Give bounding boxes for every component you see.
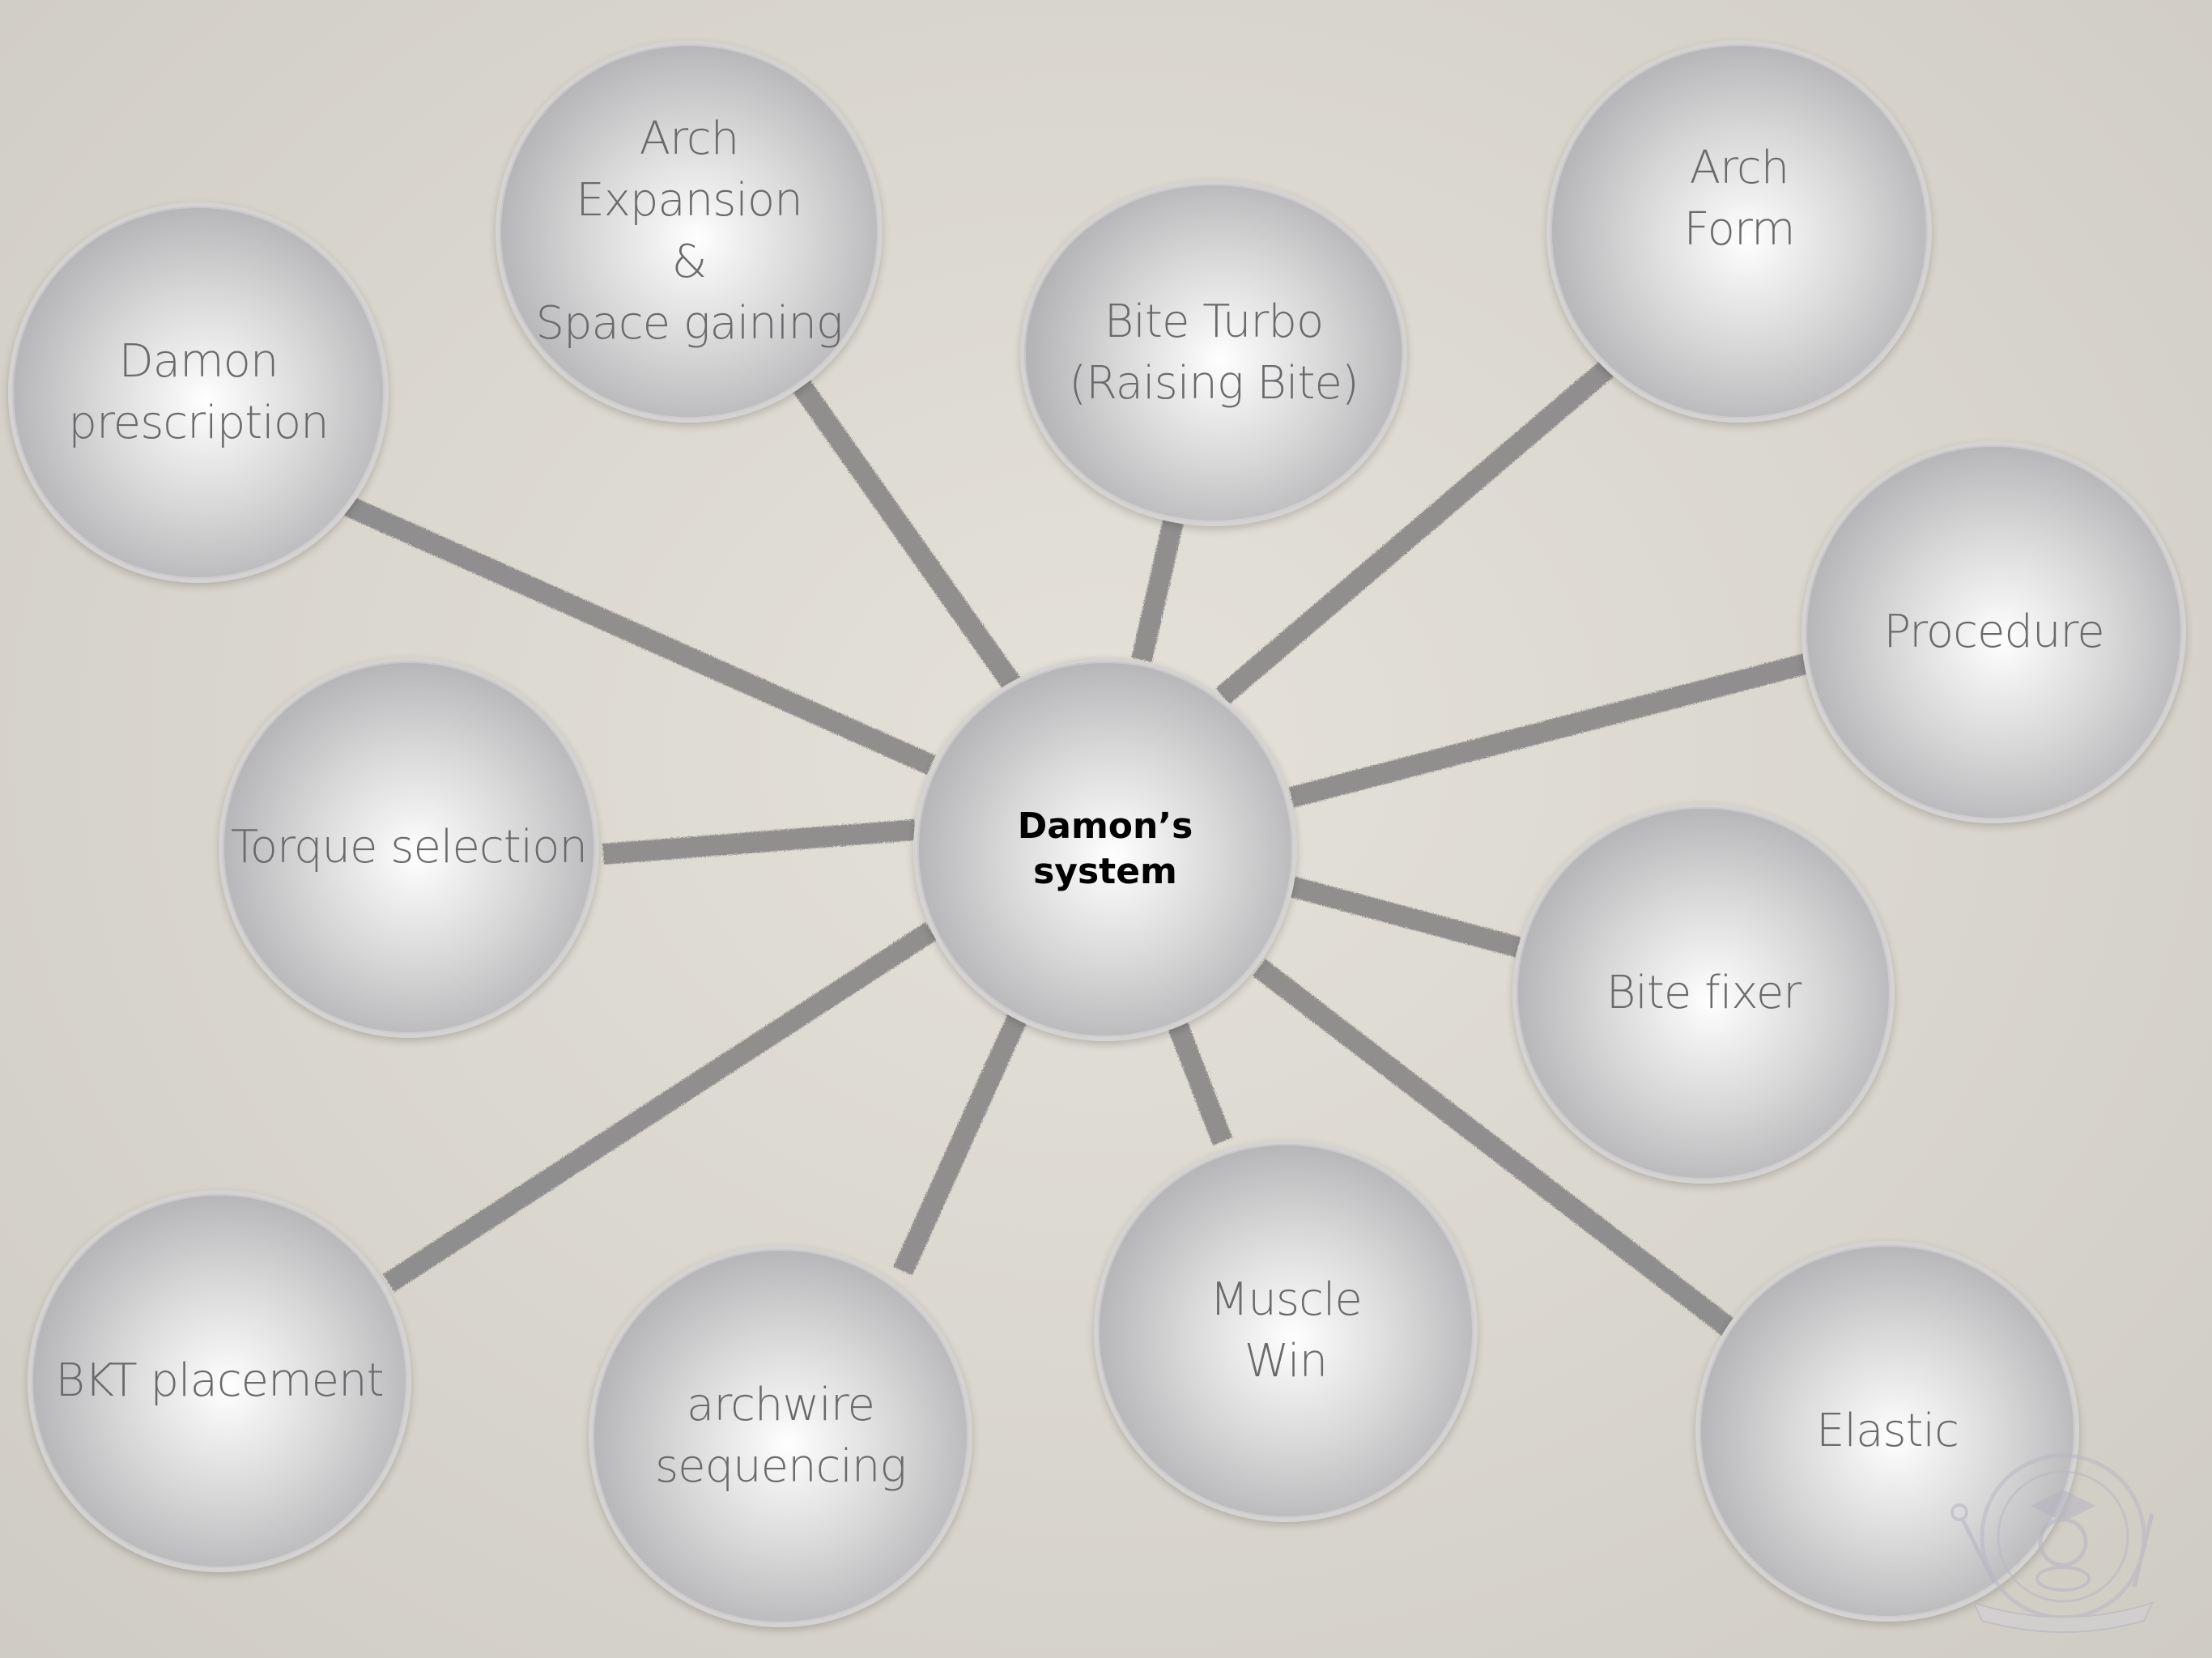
center-node-damons-system[interactable]: Damon’s system — [913, 657, 1297, 1041]
node-elastic[interactable]: Elastic — [1695, 1241, 2079, 1622]
node-procedure[interactable]: Procedure — [1802, 441, 2186, 823]
node-label: Procedure — [1883, 606, 2104, 658]
institute-logo-watermark — [1950, 1453, 2155, 1633]
connector-damon-prescription — [343, 496, 936, 775]
node-torque-selection[interactable]: Torque selection — [219, 657, 599, 1038]
connector-muscle-win — [1163, 1012, 1233, 1146]
node-label: Damon prescription — [68, 335, 329, 449]
connector-bkt-placement — [382, 922, 938, 1292]
connector-arch-form — [1215, 360, 1614, 704]
node-label: Torque selection — [231, 821, 588, 874]
center-label: Damon’s system — [1017, 806, 1193, 892]
node-label: Arch Form — [1683, 142, 1795, 256]
connector-procedure — [1288, 653, 1809, 808]
node-arch-form[interactable]: Arch Form — [1546, 40, 1932, 423]
node-archwire-sequencing[interactable]: archwire sequencing — [589, 1245, 972, 1627]
node-label: archwire sequencing — [654, 1379, 907, 1493]
node-label: BKT placement — [55, 1354, 384, 1407]
node-arch-expansion[interactable]: Arch Expansion & Space gaining — [496, 40, 883, 423]
node-bkt-placement[interactable]: BKT placement — [28, 1190, 411, 1572]
node-label: Arch Expansion & Space gaining — [535, 113, 843, 350]
connector-elastic — [1253, 959, 1735, 1337]
node-bite-fixer[interactable]: Bite fixer — [1512, 803, 1895, 1184]
node-bite-turbo[interactable]: Bite Turbo (Raising Bite) — [1020, 180, 1407, 526]
connector-archwire-sequencing — [893, 1007, 1030, 1276]
node-label: Bite Turbo (Raising Bite) — [1069, 295, 1359, 410]
node-label: Bite fixer — [1606, 967, 1802, 1019]
connector-bite-turbo — [1131, 516, 1185, 662]
node-damon-prescription[interactable]: Damon prescription — [8, 202, 389, 583]
node-label: Elastic — [1816, 1405, 1959, 1457]
connector-arch-expansion — [789, 374, 1021, 691]
node-label: Muscle Win — [1210, 1273, 1363, 1388]
connector-torque-selection — [602, 819, 917, 865]
node-muscle-win[interactable]: Muscle Win — [1094, 1140, 1478, 1522]
connector-bite-fixer — [1288, 876, 1521, 958]
